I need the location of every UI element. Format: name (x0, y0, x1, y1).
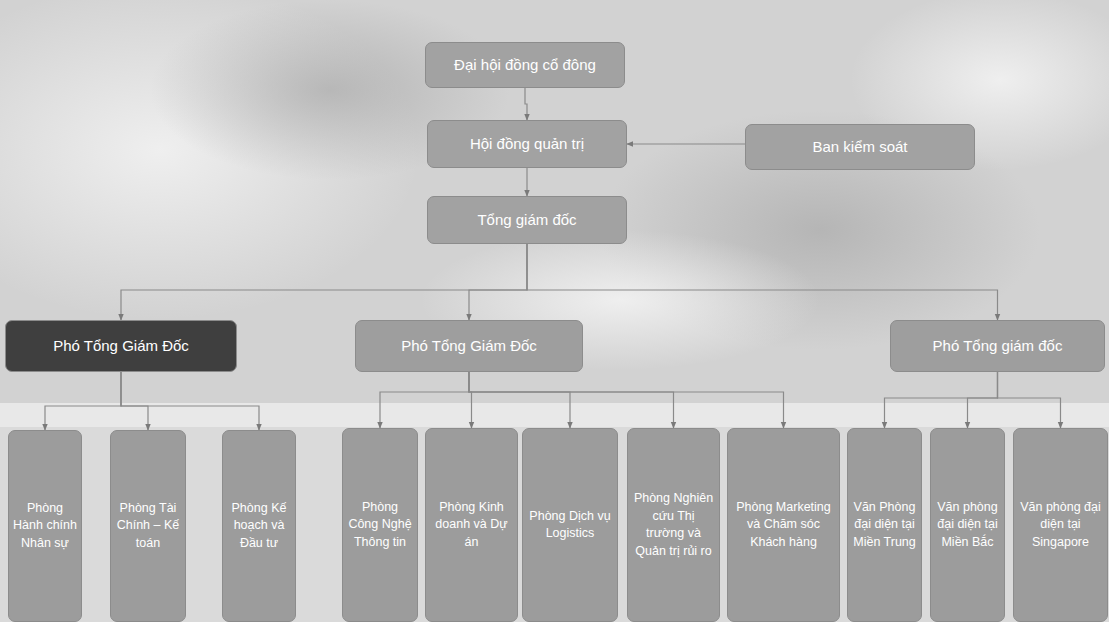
connector (527, 244, 998, 320)
box-label: Văn phòng đại diện tại Miền Bắc (935, 499, 1000, 552)
org-box: Văn phòng đại diện tại Miền Bắc (930, 428, 1005, 622)
org-box: Hội đồng quản trị (427, 120, 627, 168)
box-label: Phòng Tài Chính – Kế toán (115, 500, 181, 553)
org-box: Đại hội đồng cổ đông (425, 42, 625, 88)
light-stripe (0, 403, 1109, 427)
connector (380, 372, 469, 428)
org-box: Phó Tổng giám đốc (890, 320, 1105, 372)
box-label: Văn Phòng đại diện tại Miền Trung (852, 499, 917, 552)
org-box: Ban kiểm soát (745, 124, 975, 170)
box-label: Đại hội đồng cổ đông (454, 56, 596, 74)
connector (525, 88, 527, 120)
box-label: Văn phòng đại diện tại Singapore (1018, 499, 1103, 552)
box-label: Phòng Dịch vụ Logistics (527, 508, 613, 543)
bottom-band (0, 403, 1109, 622)
box-label: Phó Tổng Giám Đốc (53, 337, 189, 355)
connector (469, 244, 527, 320)
box-label: Tổng giám đốc (477, 211, 576, 229)
box-label: Phòng Kế hoạch và Đầu tư (227, 500, 291, 553)
org-box: Phòng Tài Chính – Kế toán (110, 430, 186, 622)
connector (121, 372, 148, 430)
org-box: Phòng Hành chính Nhân sự (8, 430, 82, 622)
connector (885, 372, 998, 428)
box-label: Phòng Nghiên cứu Thị trường và Quản trị … (632, 490, 715, 560)
box-label: Hội đồng quản trị (470, 135, 584, 153)
org-box: Văn Phòng đại diện tại Miền Trung (847, 428, 922, 622)
connector (469, 372, 674, 428)
connector (121, 244, 527, 320)
org-box: Phó Tổng Giám Đốc (355, 320, 583, 372)
connector (45, 372, 121, 430)
connector (121, 372, 259, 430)
org-box: Phòng Nghiên cứu Thị trường và Quản trị … (627, 428, 720, 622)
box-label: Phó Tổng giám đốc (933, 337, 1063, 355)
box-label: Phòng Kinh doanh và Dự án (430, 499, 513, 552)
box-label: Phòng Marketing và Chăm sóc Khách hàng (732, 499, 835, 552)
connector (627, 143, 745, 144)
connector (998, 372, 1061, 428)
box-label: Ban kiểm soát (812, 138, 907, 156)
org-box: Tổng giám đốc (427, 196, 627, 244)
org-box: Phó Tổng Giám Đốc (5, 320, 237, 372)
box-label: Phó Tổng Giám Đốc (401, 337, 537, 355)
connector (469, 372, 472, 428)
org-box: Văn phòng đại diện tại Singapore (1013, 428, 1108, 622)
connector (968, 372, 998, 428)
org-box: Phòng Marketing và Chăm sóc Khách hàng (727, 428, 840, 622)
org-box: Phòng Dịch vụ Logistics (522, 428, 618, 622)
connector (526, 168, 527, 196)
connector (469, 372, 784, 428)
org-box: Phòng Kinh doanh và Dự án (425, 428, 518, 622)
box-label: Phòng Công Nghệ Thông tin (347, 499, 413, 552)
org-box: Phòng Công Nghệ Thông tin (342, 428, 418, 622)
org-box: Phòng Kế hoạch và Đầu tư (222, 430, 296, 622)
connector (469, 372, 570, 428)
box-label: Phòng Hành chính Nhân sự (13, 500, 77, 553)
